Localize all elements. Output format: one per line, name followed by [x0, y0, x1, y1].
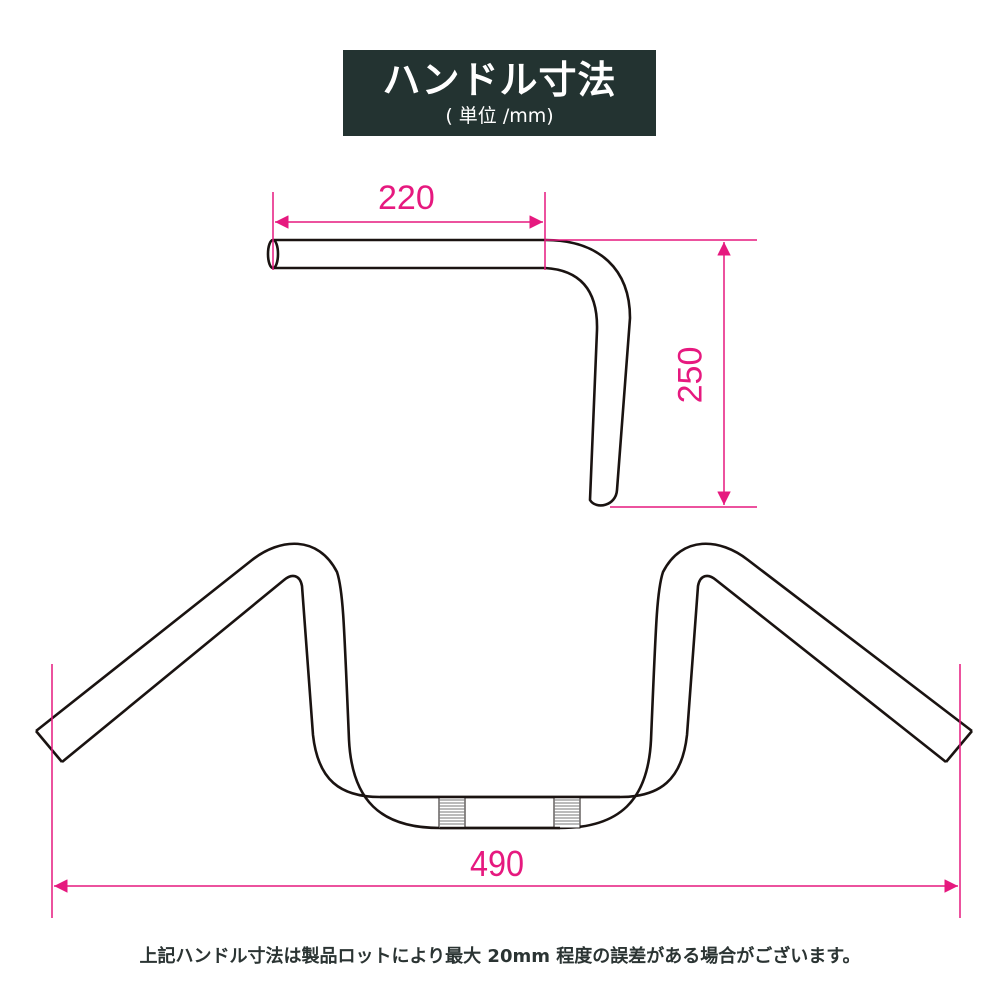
dimension-label-rise-height: 250	[671, 346, 710, 404]
knurling-left	[438, 796, 466, 829]
tolerance-note: 上記ハンドル寸法は製品ロットにより最大 20mm 程度の誤差がある場合がございま…	[139, 946, 861, 967]
knurling-right	[553, 796, 581, 829]
diagram-title: ハンドル寸法	[382, 58, 617, 102]
side-view-dimensions	[272, 192, 757, 508]
side-view	[266, 238, 632, 507]
title-banner: ハンドル寸法 ( 単位 /mm)	[343, 50, 656, 136]
dimension-label-overall-width: 490	[470, 843, 525, 884]
dimension-label-grip-length: 220	[378, 179, 435, 217]
unit-label: ( 単位 /mm)	[445, 105, 554, 127]
front-view-dimensions	[51, 664, 961, 918]
front-view	[35, 542, 973, 830]
